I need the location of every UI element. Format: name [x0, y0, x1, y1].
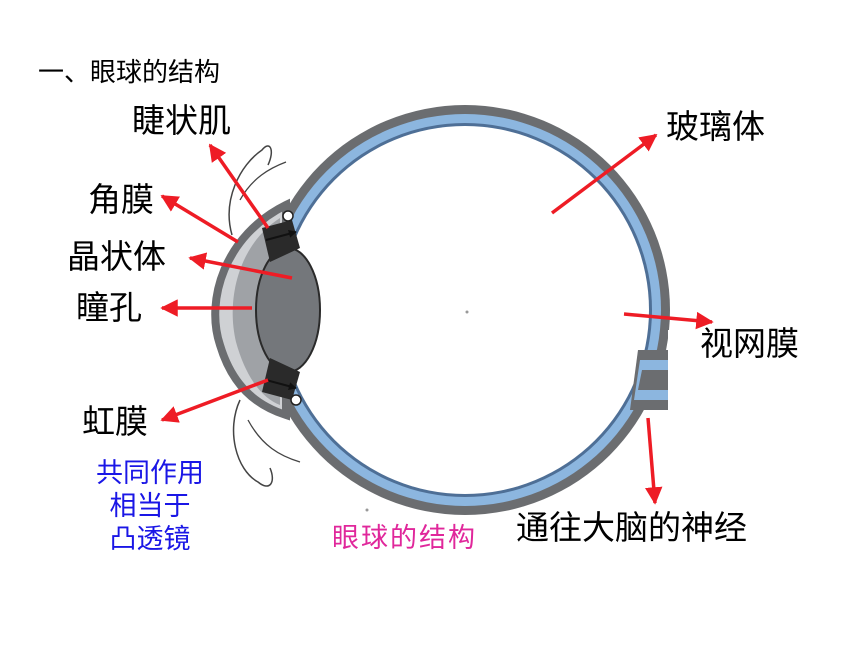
- label-ciliary-muscle: 睫状肌: [132, 101, 231, 140]
- arrow-ciliary-muscle: [208, 143, 270, 230]
- page-title: 一、眼球的结构: [38, 58, 221, 88]
- arrow-cornea: [160, 194, 239, 244]
- arrow-optic-nerve: [644, 417, 663, 505]
- note-line-3: 凸透镜: [109, 523, 191, 555]
- arrow-lens: [188, 252, 293, 280]
- label-cornea: 角膜: [88, 180, 154, 219]
- label-iris: 虹膜: [82, 402, 148, 441]
- arrow-retina: [623, 311, 714, 330]
- upper-eyelid-outline-2: [239, 161, 287, 201]
- label-optic-nerve: 通往大脑的神经: [516, 508, 747, 547]
- vitreous-body-area: [281, 126, 649, 494]
- diagram-caption: 眼球的结构: [332, 523, 477, 554]
- label-lens: 晶状体: [67, 237, 166, 276]
- label-arrows: [160, 133, 714, 505]
- lower-eyelid-outline: [232, 399, 274, 487]
- label-vitreous-body: 玻璃体: [666, 107, 765, 146]
- upper-eyelid-outline: [228, 145, 273, 236]
- arrow-vitreous-body: [550, 133, 658, 215]
- note-line-1: 共同作用: [96, 458, 204, 489]
- label-pupil: 瞳孔: [76, 288, 142, 327]
- lens-function-note: 共同作用 相当于 凸透镜: [80, 458, 220, 557]
- lower-eyelid-outline-2: [247, 419, 301, 463]
- note-line-2: 相当于: [109, 490, 191, 522]
- label-retina: 视网膜: [700, 324, 799, 363]
- lens-shape: [255, 247, 321, 373]
- arrow-iris: [160, 378, 269, 423]
